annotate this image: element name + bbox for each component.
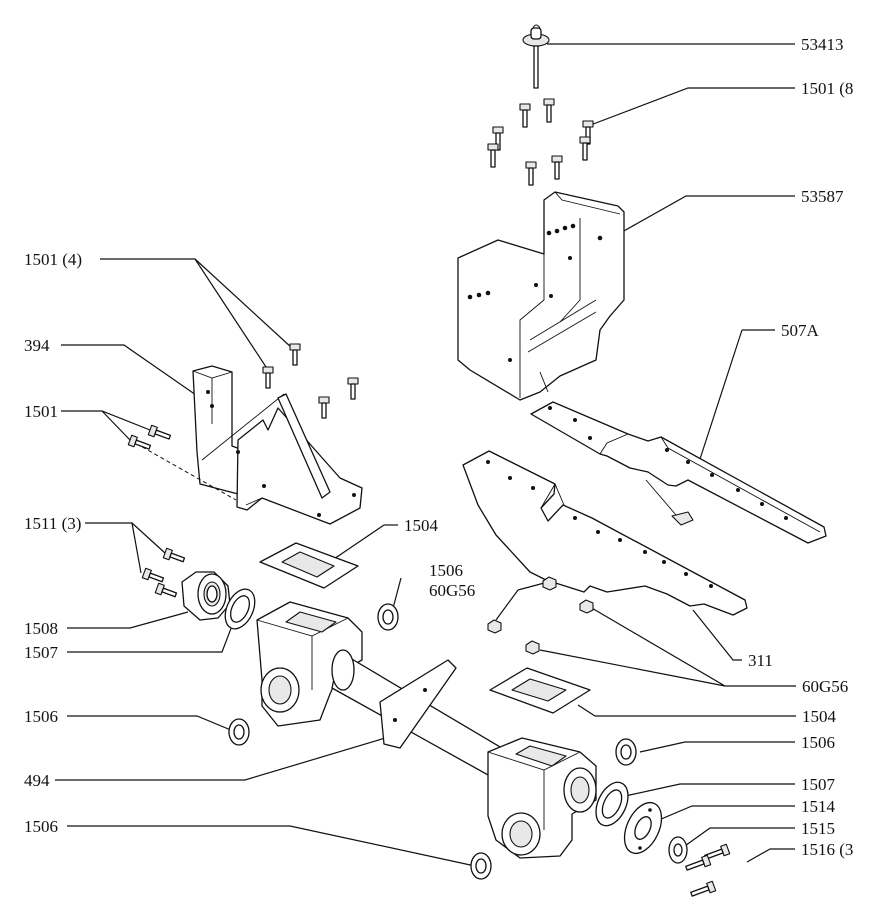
seal-1506-b: [228, 718, 250, 746]
leader-lines: [55, 43, 796, 867]
callout-1506-right: 1506: [801, 733, 835, 752]
callout-1506-left: 1506: [24, 707, 58, 726]
seal-1506-d: [470, 852, 492, 880]
callout-1506-upper: 1506: [429, 561, 463, 580]
callout-60G56-upper: 60G56: [429, 581, 475, 600]
callout-494: 494: [24, 771, 50, 790]
callout-1504-upper: 1504: [404, 516, 439, 535]
pin-53413: [522, 24, 550, 89]
bolts-1501-group: [487, 98, 594, 186]
bracket-53587: [457, 191, 625, 401]
callout-1508: 1508: [24, 619, 58, 638]
callout-1511-3: 1511 (3): [24, 514, 81, 533]
callout-53413: 53413: [801, 35, 844, 54]
rail-507A: [530, 401, 827, 544]
callout-labels: 53413 1501 (8 53587 1501 (4) 394 507A 15…: [24, 35, 853, 859]
callout-507A: 507A: [781, 321, 820, 340]
callout-1501: 1501: [24, 402, 58, 421]
callout-1507-right: 1507: [801, 775, 836, 794]
callout-1516-3: 1516 (3: [801, 840, 853, 859]
seal-1506-c: [615, 738, 637, 766]
bolts-1511: [141, 547, 186, 598]
callout-53587: 53587: [801, 187, 844, 206]
bolts-1501-394: [127, 343, 359, 450]
nuts-60G56: [487, 576, 594, 655]
gasket-1507-right: [595, 781, 629, 827]
callout-1507-left: 1507: [24, 643, 59, 662]
callout-1514: 1514: [801, 797, 836, 816]
gasket-1507-left: [224, 588, 256, 630]
stand-bracket-394: [129, 365, 363, 525]
bolts-1516: [685, 843, 731, 897]
callout-1504-lower: 1504: [802, 707, 837, 726]
callout-1506-bottom: 1506: [24, 817, 58, 836]
washer-1515: [668, 836, 688, 864]
plate-1514: [623, 801, 663, 855]
callout-1501-8: 1501 (8: [801, 79, 853, 98]
callout-1501-4: 1501 (4): [24, 250, 82, 269]
flange-1508: [181, 571, 231, 621]
callout-1515: 1515: [801, 819, 835, 838]
callout-394: 394: [24, 336, 50, 355]
gasket-1504-lower: [489, 667, 591, 714]
callout-60G56-lower: 60G56: [802, 677, 848, 696]
gasket-1504-upper: [259, 542, 359, 589]
mount-plate-311: [462, 450, 748, 616]
axle-housing-494: [256, 601, 597, 859]
callout-311: 311: [748, 651, 773, 670]
seal-1506-a: [377, 603, 399, 631]
